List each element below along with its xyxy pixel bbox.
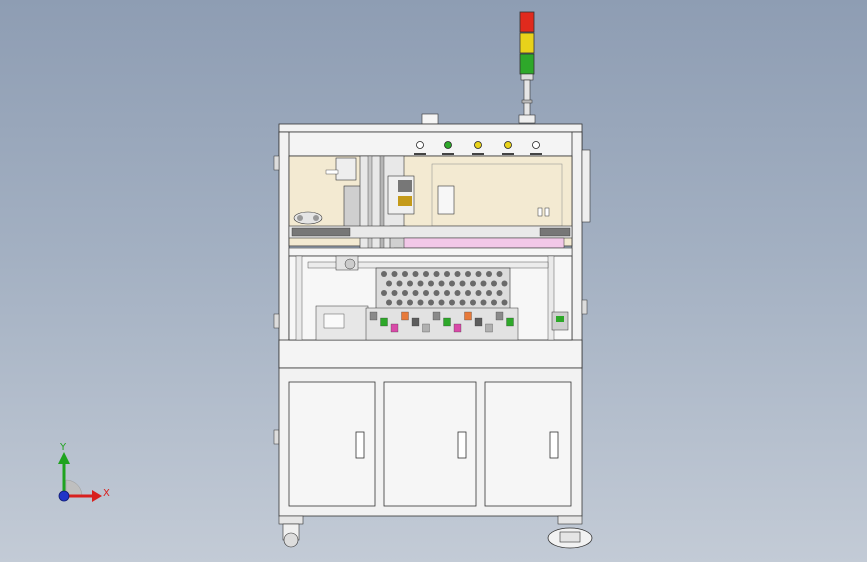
mechanism-part bbox=[369, 311, 378, 321]
plate-hole bbox=[381, 290, 387, 296]
plate-hole bbox=[449, 299, 455, 306]
door-handle-icon bbox=[549, 431, 559, 459]
lower-cabinet bbox=[278, 367, 583, 517]
plate-hole bbox=[396, 280, 403, 287]
plate-hole bbox=[496, 290, 503, 296]
plate-hole bbox=[480, 299, 487, 306]
yellow-indicator-icon[interactable] bbox=[474, 141, 482, 149]
plate-hole bbox=[386, 280, 392, 287]
control-panel bbox=[414, 141, 542, 155]
mechanism-part bbox=[380, 317, 388, 327]
plate-hole bbox=[475, 271, 482, 277]
door-handle-icon bbox=[355, 431, 365, 459]
tower-lamp-yellow bbox=[519, 32, 535, 54]
plate-hole bbox=[470, 299, 476, 306]
plate-hole bbox=[428, 280, 434, 287]
plate-hole bbox=[444, 290, 450, 296]
lower-work-area bbox=[288, 255, 573, 341]
tower-lamp-red bbox=[519, 11, 535, 33]
plate-hole bbox=[428, 299, 434, 306]
plate-hole bbox=[454, 290, 461, 296]
plate-hole bbox=[407, 280, 413, 287]
plate-hole bbox=[470, 280, 476, 287]
mechanism-part bbox=[464, 311, 472, 321]
mechanism-part bbox=[506, 317, 514, 327]
plate-hole bbox=[402, 271, 408, 277]
top-cover-box bbox=[421, 113, 439, 125]
plate-hole bbox=[486, 290, 492, 296]
power-switch-icon[interactable] bbox=[416, 141, 424, 149]
yellow-indicator-icon[interactable] bbox=[504, 141, 512, 149]
mechanism-part bbox=[411, 317, 420, 327]
plate-hole bbox=[444, 271, 450, 277]
mechanism-part bbox=[401, 311, 409, 321]
signal-tower bbox=[518, 11, 536, 124]
plate-hole bbox=[465, 271, 471, 277]
plate-hole bbox=[454, 271, 461, 277]
plate-hole bbox=[491, 299, 497, 306]
plate-hole bbox=[459, 299, 466, 306]
plate-hole bbox=[402, 290, 408, 296]
plate-hole bbox=[449, 280, 455, 287]
coordinate-triad bbox=[58, 452, 102, 502]
plate-hole bbox=[423, 271, 429, 277]
caster-left bbox=[278, 515, 304, 548]
mechanism-part bbox=[422, 323, 430, 333]
cabinet-door-right[interactable] bbox=[484, 381, 572, 507]
plate-hole bbox=[496, 271, 503, 277]
machine-frame bbox=[273, 123, 591, 445]
plate-hole bbox=[480, 280, 487, 287]
green-indicator-icon[interactable] bbox=[444, 141, 452, 149]
mechanism-part bbox=[390, 323, 399, 333]
plate-hole bbox=[459, 280, 466, 287]
plate-hole bbox=[501, 299, 508, 306]
mechanism-part bbox=[474, 317, 483, 327]
plate-hole bbox=[423, 290, 429, 296]
plate-hole bbox=[433, 271, 440, 277]
plate-hole bbox=[412, 271, 419, 277]
plate-hole bbox=[417, 280, 424, 287]
axis-label-y: Y bbox=[60, 442, 67, 453]
plate-hole bbox=[433, 290, 440, 296]
plate-hole bbox=[391, 271, 398, 277]
plate-hole bbox=[475, 290, 482, 296]
door-handle-icon bbox=[457, 431, 467, 459]
plate-hole bbox=[501, 280, 508, 287]
linear-rail bbox=[288, 225, 573, 257]
plate-hole bbox=[381, 271, 387, 277]
mechanism-part bbox=[432, 311, 441, 321]
emergency-switch-icon[interactable] bbox=[532, 141, 540, 149]
tower-lamp-green bbox=[519, 53, 535, 75]
axis-label-x: X bbox=[103, 488, 110, 499]
plate-hole bbox=[491, 280, 497, 287]
plate-hole bbox=[407, 299, 413, 306]
plate-hole bbox=[412, 290, 419, 296]
cabinet-door-left[interactable] bbox=[288, 381, 376, 507]
caster-right bbox=[547, 515, 593, 549]
plate-hole bbox=[438, 299, 445, 306]
plate-hole bbox=[391, 290, 398, 296]
plate-hole bbox=[486, 271, 492, 277]
mechanism-part bbox=[485, 323, 493, 333]
mechanism-part bbox=[495, 311, 504, 321]
cabinet-door-center[interactable] bbox=[383, 381, 477, 507]
plate-hole bbox=[438, 280, 445, 287]
mechanism-part bbox=[453, 323, 462, 333]
plate-hole bbox=[465, 290, 471, 296]
plate-hole bbox=[417, 299, 424, 306]
mechanism-part bbox=[443, 317, 451, 327]
plate-hole bbox=[386, 299, 392, 306]
plate-hole bbox=[396, 299, 403, 306]
